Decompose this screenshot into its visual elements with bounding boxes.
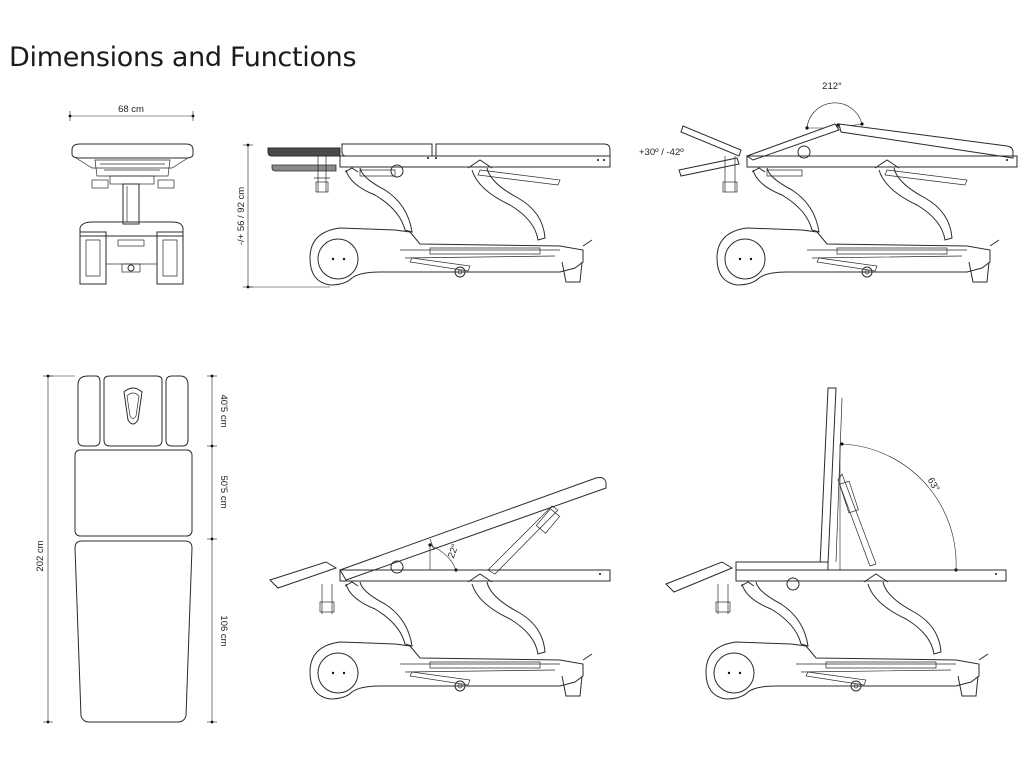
height-range-label: -/+ 56 / 92 cm: [236, 187, 247, 245]
leg-length-label: 106 cm: [218, 615, 229, 646]
side-view-tilt-diagram: 212° +30º / -42º: [639, 81, 1018, 286]
head-angle-label: +30º / -42º: [639, 147, 684, 158]
backrest-angle-label: 63°: [925, 476, 942, 494]
main-angle-label: 212°: [822, 81, 842, 92]
front-view-diagram: 68 cm: [68, 104, 195, 285]
top-view-diagram: 202 cm 40'5 cm 50'5 cm 106 cm: [35, 374, 229, 724]
width-label: 68 cm: [118, 104, 144, 115]
side-view-backrest-diagram: 63°: [665, 387, 1007, 700]
back-length-label: 50'5 cm: [218, 476, 229, 509]
side-view-height-diagram: -/+ 56 / 92 cm: [236, 143, 611, 289]
incline-angle-label: 22°: [446, 542, 461, 559]
page-title: Dimensions and Functions: [9, 42, 357, 73]
head-length-label: 40'5 cm: [218, 395, 229, 428]
side-view-incline-diagram: 22°: [269, 477, 611, 700]
total-length-label: 202 cm: [35, 540, 46, 571]
